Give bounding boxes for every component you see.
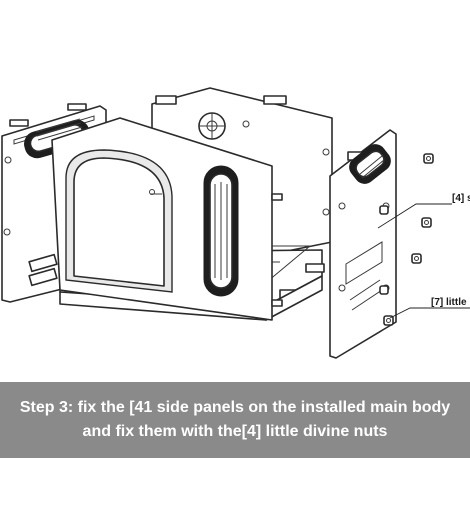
nut xyxy=(421,217,432,228)
nut xyxy=(379,205,389,215)
nut xyxy=(383,315,394,326)
nut xyxy=(379,285,389,295)
nut xyxy=(411,253,422,264)
nut-callout-label: [7] little xyxy=(431,297,467,308)
nut xyxy=(423,153,434,164)
nuts xyxy=(379,153,434,326)
caption-bar: Step 3: fix the [41 side panels on the i… xyxy=(0,382,470,458)
step-caption: Step 3: fix the [41 side panels on the i… xyxy=(19,399,451,440)
side-panel-callout-label: [4] s xyxy=(452,193,470,204)
nut-callout: [7] little xyxy=(389,297,470,319)
side-panel-callout: [4] s xyxy=(377,193,470,229)
front-panel xyxy=(51,117,283,321)
right-side-panel xyxy=(329,129,397,359)
